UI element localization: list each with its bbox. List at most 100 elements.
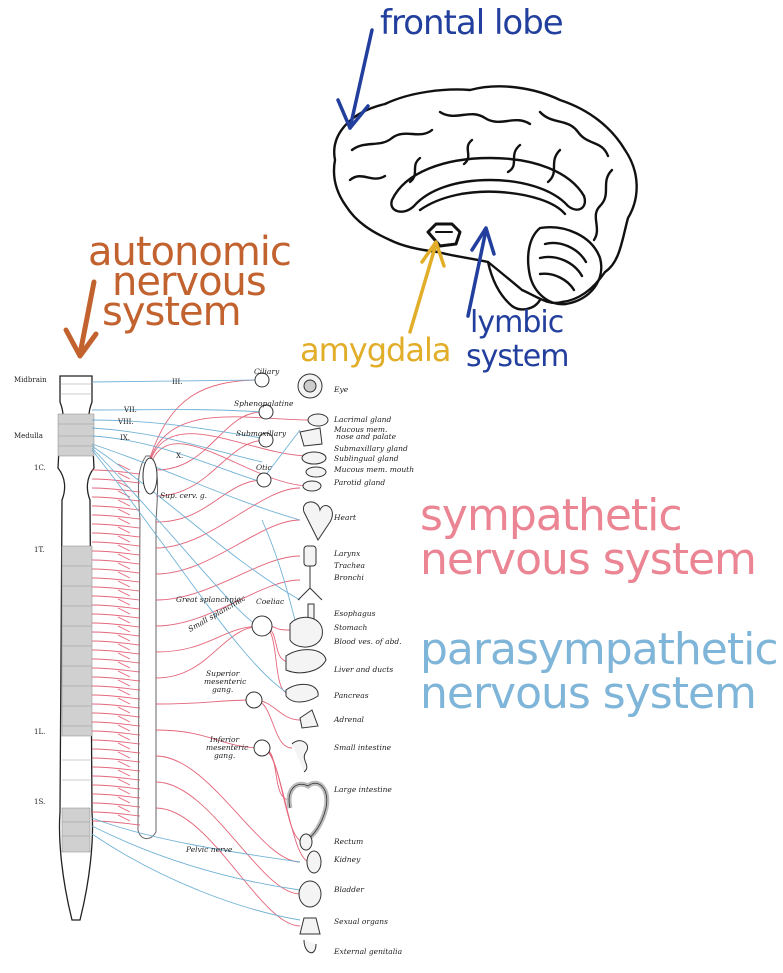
frontal-lobe-label: frontal lobe <box>380 6 563 40</box>
organs <box>286 374 332 953</box>
sympathetic-root <box>92 632 140 636</box>
sympathetic-root <box>92 722 140 726</box>
label-sphenopalatine: Sphenopalatine <box>234 399 294 408</box>
sympathetic-whisker <box>118 644 130 650</box>
sup-cerv-ganglion <box>143 458 157 494</box>
sympathetic-whisker <box>118 617 130 623</box>
cerebellum <box>528 227 601 304</box>
small-intestine-organ <box>292 741 308 772</box>
sympathetic-whisker <box>118 689 130 695</box>
heart-organ <box>303 502 332 540</box>
sympathetic-whisker <box>118 698 130 704</box>
sympathetic-root <box>92 506 140 510</box>
rectum-organ <box>300 834 312 850</box>
sympathetic-whisker <box>118 788 130 794</box>
sympathetic-whisker <box>118 563 130 569</box>
brain-illustration <box>334 86 637 309</box>
label-lumbar: 1L. <box>34 728 45 736</box>
sympathetic-whisker <box>118 680 130 686</box>
sympathetic-line-2: nervous system <box>420 538 756 582</box>
sympathetic-root <box>92 776 140 780</box>
sympathetic-whisker <box>118 554 130 560</box>
label-pelvic-nerve: Pelvic nerve <box>185 845 233 854</box>
sympathetic-whisker <box>118 608 130 614</box>
sympathetic-whisker <box>118 536 130 542</box>
sympathetic-whisker <box>118 779 130 785</box>
inf-mesenteric-ganglion <box>254 740 270 756</box>
sympathetic-root <box>92 641 140 645</box>
lacrimal-organ <box>308 414 328 426</box>
sympathetic-root <box>92 587 140 591</box>
sympathetic-root <box>92 695 140 699</box>
nose-organ <box>300 428 322 446</box>
amygdala-arrow <box>410 244 436 332</box>
sympathetic-root <box>92 569 140 573</box>
label-nerve-iii: III. <box>172 378 183 386</box>
sympathetic-whisker <box>118 572 130 578</box>
stomach-organ <box>290 617 322 647</box>
sympathetic-root <box>92 524 140 528</box>
lymbic-line-1: lymbic <box>470 308 563 338</box>
external-genitalia-organ <box>304 940 316 953</box>
label-nerve-vii: VII. <box>123 406 137 414</box>
sympathetic-root <box>92 659 140 663</box>
label-nerve-ix: IX. <box>120 434 130 442</box>
sympathetic-whisker <box>118 662 130 668</box>
coeliac-ganglion <box>252 616 272 636</box>
sympathetic-root <box>92 515 140 519</box>
sympathetic-fiber <box>156 782 300 894</box>
sympathetic-whisker <box>118 590 130 596</box>
label-nerve-x: X. <box>176 452 183 460</box>
sympathetic-root <box>92 731 140 735</box>
label-submaxillary: Submaxillary <box>236 429 287 438</box>
autonomic-line-3: system <box>102 292 241 332</box>
label-thoracic: 1T. <box>34 546 44 554</box>
organ-label: Kidney <box>333 855 361 864</box>
sympathetic-fiber <box>262 748 290 800</box>
sympathetic-root <box>92 578 140 582</box>
label-midbrain: Midbrain <box>14 376 47 384</box>
sympathetic-root <box>92 812 140 816</box>
organ-label: Small intestine <box>334 743 392 752</box>
organ-label: Lacrimal gland <box>333 415 392 424</box>
sympathetic-root <box>92 497 140 501</box>
sup-mesenteric-ganglion <box>246 692 262 708</box>
sympathetic-root <box>92 794 140 798</box>
organ-label: Parotid gland <box>333 478 385 487</box>
sympathetic-whisker <box>118 815 130 821</box>
organ-label: Bronchi <box>333 573 364 582</box>
organ-label: Esophagus <box>333 609 376 618</box>
organ-label: Liver and ducts <box>333 665 393 674</box>
sympathetic-whisker <box>118 797 130 803</box>
sympathetic-fiber <box>156 480 264 522</box>
sympathetic-root <box>92 596 140 600</box>
organ-label: External genitalia <box>333 947 402 956</box>
sympathetic-fiber <box>156 808 300 926</box>
label-inf-mesenteric-3: gang. <box>214 751 235 760</box>
sympathetic-whisker <box>118 635 130 641</box>
sympathetic-chain <box>138 456 158 839</box>
label-sacral: 1S. <box>34 798 45 806</box>
sympathetic-whisker <box>118 653 130 659</box>
organ-label: Bladder <box>333 885 364 894</box>
sympathetic-fiber <box>150 444 310 486</box>
sympathetic-whisker <box>118 581 130 587</box>
sympathetic-whisker <box>118 752 130 758</box>
sympathetic-root <box>92 650 140 654</box>
sympathetic-fiber <box>156 626 262 652</box>
sympathetic-line-1: sympathetic <box>420 494 682 538</box>
sympathetic-whisker <box>118 725 130 731</box>
organ-label: Adrenal <box>333 715 365 724</box>
organ-label: Larynx <box>333 549 361 558</box>
otic-ganglion <box>257 473 271 487</box>
corpus-callosum <box>391 158 585 212</box>
sympathetic-fiber <box>262 748 304 842</box>
sympathetic-fiber <box>156 520 300 574</box>
sympathetic-whisker <box>118 707 130 713</box>
organ-label: Rectum <box>333 837 363 846</box>
organ-label: Large intestine <box>333 785 392 794</box>
label-otic: Otic <box>256 463 273 472</box>
adrenal-organ <box>300 710 318 728</box>
parasympathetic-fibers <box>92 380 300 920</box>
sympathetic-root <box>92 560 140 564</box>
